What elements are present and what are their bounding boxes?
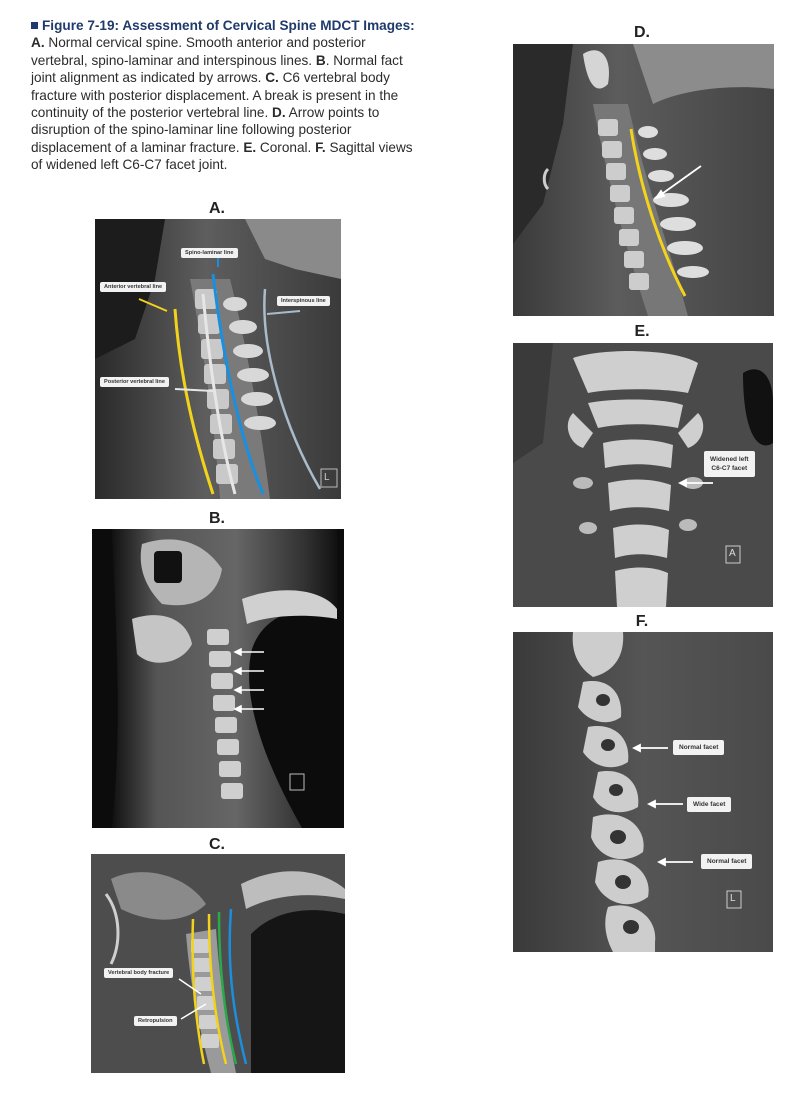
bullet-square-icon	[31, 22, 38, 29]
panel-f-label: F.	[635, 613, 649, 630]
panel-d-image	[513, 44, 774, 316]
callout-interspinous-line: Interspinous line	[277, 296, 330, 306]
caption-text-a: Normal cervical spine. Smooth anterior a…	[31, 35, 366, 68]
panel-d-label: D.	[634, 24, 650, 41]
panel-b-scan	[92, 529, 344, 828]
orientation-marker-e: A	[729, 548, 736, 559]
callout-normal-facet-top: Normal facet	[673, 740, 725, 755]
panel-a-scan	[95, 219, 341, 499]
caption-label-b: B	[315, 52, 326, 68]
caption-label-f: F.	[315, 139, 326, 155]
orientation-marker-a: L	[324, 472, 330, 483]
caption-label-e: E.	[243, 139, 257, 155]
panel-a-image: Spino-laminar line Anterior vertebral li…	[95, 219, 341, 499]
callout-vertebral-body-fracture: Vertebral body fracture	[104, 968, 174, 978]
panel-f-image: Normal facet Wide facet Normal facet L	[513, 632, 773, 952]
callout-normal-facet-bottom: Normal facet	[701, 854, 753, 869]
panel-c-scan	[91, 854, 345, 1073]
panel-c-label: C.	[209, 836, 225, 853]
caption-label-c: C.	[265, 70, 279, 86]
caption-title: Figure 7-19: Assessment of Cervical Spin…	[42, 18, 415, 33]
callout-spino-laminar-line: Spino-laminar line	[181, 248, 238, 258]
caption-text-e: Coronal.	[256, 139, 316, 155]
panel-e-label: E.	[634, 323, 650, 340]
panel-b-label: B.	[209, 510, 225, 527]
callout-widened-line1: Widened left	[710, 456, 749, 463]
caption-text-d: Arrow points to disruption of the spino-…	[31, 105, 380, 155]
caption-label-a: A.	[31, 35, 45, 51]
orientation-marker-f: L	[730, 893, 736, 904]
panel-f-scan	[513, 632, 773, 952]
callout-retropulsion: Retropulsion	[134, 1016, 177, 1026]
callout-wide-facet: Wide facet	[687, 797, 732, 812]
panel-b-image	[92, 529, 344, 828]
figure-caption: Figure 7-19: Assessment of Cervical Spin…	[31, 17, 423, 174]
callout-widened-line2: C6-C7 facet	[711, 465, 748, 472]
callout-posterior-vertebral-line: Posterior vertebral line	[100, 377, 169, 387]
panel-a-label: A.	[209, 200, 225, 217]
callout-widened-left-facet: Widened left C6-C7 facet	[704, 451, 755, 477]
panel-c-image: Vertebral body fracture Retropulsion	[91, 854, 345, 1073]
callout-anterior-vertebral-line: Anterior vertebral line	[100, 282, 167, 292]
panel-d-scan	[513, 44, 774, 316]
caption-text-b: . Normal fact joint alignment as indicat…	[31, 52, 403, 86]
caption-label-d: D.	[272, 105, 286, 121]
caption-text-c: C6 vertebral body fracture with posterio…	[31, 70, 399, 121]
panel-e-image: Widened left C6-C7 facet A	[513, 343, 773, 607]
caption-text-f: Sagittal views of widened left C6-C7 fac…	[31, 139, 413, 173]
